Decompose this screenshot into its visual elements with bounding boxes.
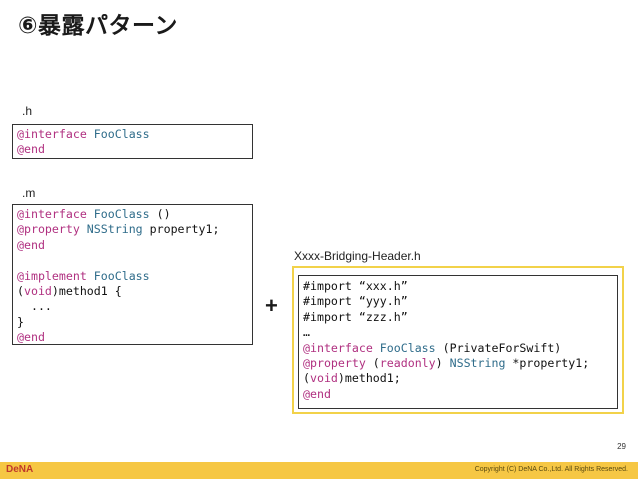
m-code-box: @interface FooClass ()@property NSString…	[12, 204, 253, 345]
code-line: ...	[17, 299, 248, 314]
code-token: FooClass	[86, 268, 150, 283]
code-token: #import “xxx.h”	[303, 279, 408, 293]
code-token: readonly	[379, 355, 436, 370]
code-token: void	[23, 283, 52, 298]
copyright-text: Copyright (C) DeNA Co.,Ltd. All Rights R…	[474, 466, 628, 473]
code-token: property1;	[142, 222, 220, 237]
code-token: @interface	[17, 127, 87, 141]
code-line	[17, 253, 248, 268]
code-line: @end	[17, 330, 248, 345]
dena-logo: DeNA	[6, 464, 34, 475]
code-token: …	[303, 325, 310, 340]
bridging-code-box: #import “xxx.h”#import “yyy.h”#import “z…	[298, 275, 618, 409]
code-line: #import “yyy.h”	[303, 294, 613, 309]
code-token: ...	[17, 299, 52, 314]
h-code-box: @interface FooClass@end	[12, 124, 253, 159]
code-token: void	[309, 371, 338, 386]
code-token: NSString	[449, 355, 506, 370]
code-token: FooClass	[86, 207, 150, 221]
code-token: FooClass	[86, 127, 150, 141]
code-token: *property1;	[505, 355, 590, 370]
footer-bar: DeNA Copyright (C) DeNA Co.,Ltd. All Rig…	[0, 462, 638, 479]
code-line: @end	[17, 238, 248, 253]
bridging-highlight-frame	[292, 266, 624, 414]
code-token: )method1;	[337, 371, 401, 386]
code-token: @implement	[17, 268, 87, 283]
code-line: }	[17, 315, 248, 330]
code-token: @end	[17, 330, 45, 345]
code-line: @implement FooClass	[17, 269, 248, 284]
code-line: @end	[303, 387, 613, 402]
page-number: 29	[617, 442, 626, 451]
code-token: @end	[303, 386, 331, 401]
code-token: #import “yyy.h”	[303, 294, 408, 309]
code-token: @interface	[17, 207, 87, 221]
code-line: #import “xxx.h”	[303, 279, 613, 294]
code-line: @end	[17, 142, 248, 157]
code-token: }	[17, 314, 24, 329]
code-token: NSString	[79, 222, 143, 237]
code-line: @property (readonly) NSString *property1…	[303, 356, 613, 371]
code-line: (void)method1;	[303, 371, 613, 386]
plus-sign: +	[265, 293, 278, 318]
bridging-file-label: Xxxx-Bridging-Header.h	[294, 249, 421, 263]
code-line: @interface FooClass ()	[17, 207, 248, 222]
code-token: @end	[17, 142, 45, 157]
code-token: @end	[17, 237, 45, 252]
code-line: (void)method1 {	[17, 284, 248, 299]
code-token: @property	[17, 222, 80, 237]
code-token: (	[303, 371, 310, 386]
code-token: @interface	[303, 340, 373, 355]
code-token: (	[365, 355, 380, 370]
h-file-label: .h	[22, 104, 33, 118]
code-token: ()	[149, 207, 171, 221]
code-token: )method1 {	[51, 283, 122, 298]
slide-title: ⑥暴露パターン	[18, 13, 178, 39]
code-token: (PrivateForSwift)	[435, 340, 562, 355]
code-token: FooClass	[372, 340, 436, 355]
code-line: @property NSString property1;	[17, 222, 248, 237]
code-line: #import “zzz.h”	[303, 310, 613, 325]
code-line: @interface FooClass (PrivateForSwift)	[303, 341, 613, 356]
code-token: )	[435, 355, 450, 370]
code-token: @property	[303, 355, 366, 370]
code-line: @interface FooClass	[17, 127, 248, 142]
code-token: (	[17, 283, 24, 298]
m-file-label: .m	[22, 186, 36, 200]
code-token: #import “zzz.h”	[303, 309, 408, 324]
code-line: …	[303, 325, 613, 340]
